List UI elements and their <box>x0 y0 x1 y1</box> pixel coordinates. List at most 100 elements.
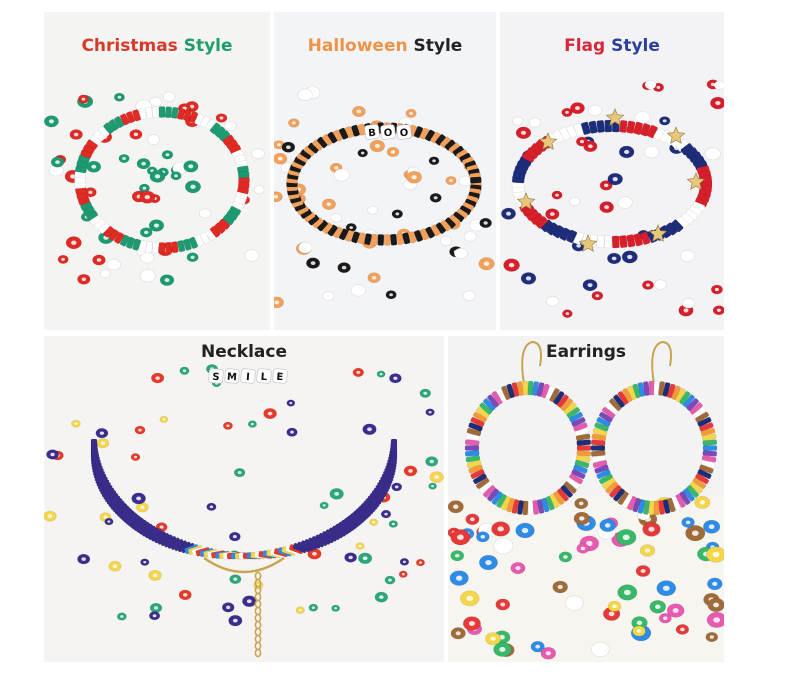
loose-bead <box>221 602 235 613</box>
loose-bead <box>591 291 604 301</box>
loose-bead <box>229 574 242 585</box>
strung-bead <box>377 234 385 246</box>
loose-bead <box>391 209 403 219</box>
loose-bead <box>675 624 690 635</box>
loose-bead <box>161 150 174 160</box>
loose-bead <box>658 116 671 126</box>
letter-bead: L <box>256 368 272 384</box>
loose-bead <box>582 279 598 292</box>
loose-bead <box>118 154 130 164</box>
loose-bead <box>705 631 719 643</box>
loose-bead <box>599 180 613 191</box>
loose-bead <box>151 372 165 384</box>
loose-bead <box>57 254 69 264</box>
loose-bead <box>706 546 724 563</box>
loose-bead <box>576 543 590 554</box>
loose-bead <box>329 488 344 500</box>
strung-bead <box>566 124 578 139</box>
loose-bead <box>503 258 520 272</box>
strung-bead <box>466 459 482 469</box>
strung-bead <box>487 394 499 408</box>
strung-bead <box>103 122 115 135</box>
loose-bead <box>703 519 721 534</box>
loose-bead <box>148 219 165 232</box>
strung-bead <box>592 459 608 469</box>
loose-bead <box>448 500 464 514</box>
loose-bead <box>666 603 685 618</box>
strung-bead <box>605 402 619 415</box>
loose-bead <box>149 169 166 183</box>
strung-bead <box>617 391 629 405</box>
loose-bead <box>384 575 396 585</box>
loose-bead <box>515 522 535 539</box>
loose-bead <box>459 590 480 607</box>
loose-bead <box>710 96 724 110</box>
strung-bead <box>671 385 681 400</box>
strung-bead <box>383 234 391 246</box>
strung-bead <box>662 382 671 397</box>
loose-bead <box>136 502 149 513</box>
loose-bead <box>634 111 651 125</box>
strung-bead <box>576 439 592 446</box>
strung-bead <box>483 485 496 498</box>
loose-bead <box>528 117 542 128</box>
strung-bead <box>571 469 586 480</box>
strung-bead <box>479 481 493 494</box>
loose-bead <box>415 558 426 567</box>
loose-bead <box>138 183 150 193</box>
strung-bead <box>408 231 417 244</box>
loose-bead <box>77 553 91 565</box>
letter-bead: O <box>396 124 412 140</box>
loose-bead <box>429 192 442 203</box>
loose-bead <box>653 279 667 290</box>
strung-bead <box>601 477 616 490</box>
strung-bead <box>164 106 172 119</box>
loose-bead <box>162 91 176 102</box>
clasp <box>203 557 285 574</box>
svg-text:I: I <box>246 372 250 383</box>
loose-bead <box>445 176 457 186</box>
loose-bead <box>520 272 537 285</box>
loose-bead <box>140 252 155 264</box>
loose-bead <box>649 600 667 614</box>
strung-bead <box>496 388 507 403</box>
loose-bead <box>113 92 125 102</box>
flag-panel: Flag Style <box>500 12 724 330</box>
loose-bead <box>682 298 696 309</box>
loose-bead <box>50 156 65 168</box>
strung-bead <box>679 491 691 505</box>
loose-bead <box>286 427 298 437</box>
loose-bead <box>570 102 585 115</box>
strung-bead <box>569 473 584 485</box>
loose-bead <box>65 236 82 250</box>
loose-bead <box>69 129 83 140</box>
christmas-title-word2: Style <box>183 36 233 56</box>
loose-bead <box>405 108 417 118</box>
strung-bead <box>622 388 633 403</box>
strung-bead <box>501 496 511 511</box>
strung-bead <box>575 455 591 463</box>
strung-bead <box>653 380 660 396</box>
strung-bead <box>653 500 660 516</box>
strung-bead <box>470 469 485 480</box>
strung-bead <box>536 499 545 514</box>
strung-bead <box>464 445 480 451</box>
loose-bead <box>77 94 89 104</box>
loose-bead <box>337 262 351 274</box>
strung-bead <box>686 485 699 498</box>
earrings-image <box>448 340 724 662</box>
chain-link <box>254 599 262 609</box>
strung-bead <box>501 385 511 400</box>
chain-link <box>254 606 262 616</box>
loose-bead <box>385 290 397 300</box>
loose-bead <box>178 589 192 601</box>
strung-bead <box>566 477 581 490</box>
strung-bead <box>466 427 482 437</box>
strung-bead <box>517 381 524 396</box>
loose-bead <box>96 438 110 449</box>
loose-bead <box>399 557 410 566</box>
loose-bead <box>86 160 102 173</box>
strung-bead <box>569 411 584 423</box>
